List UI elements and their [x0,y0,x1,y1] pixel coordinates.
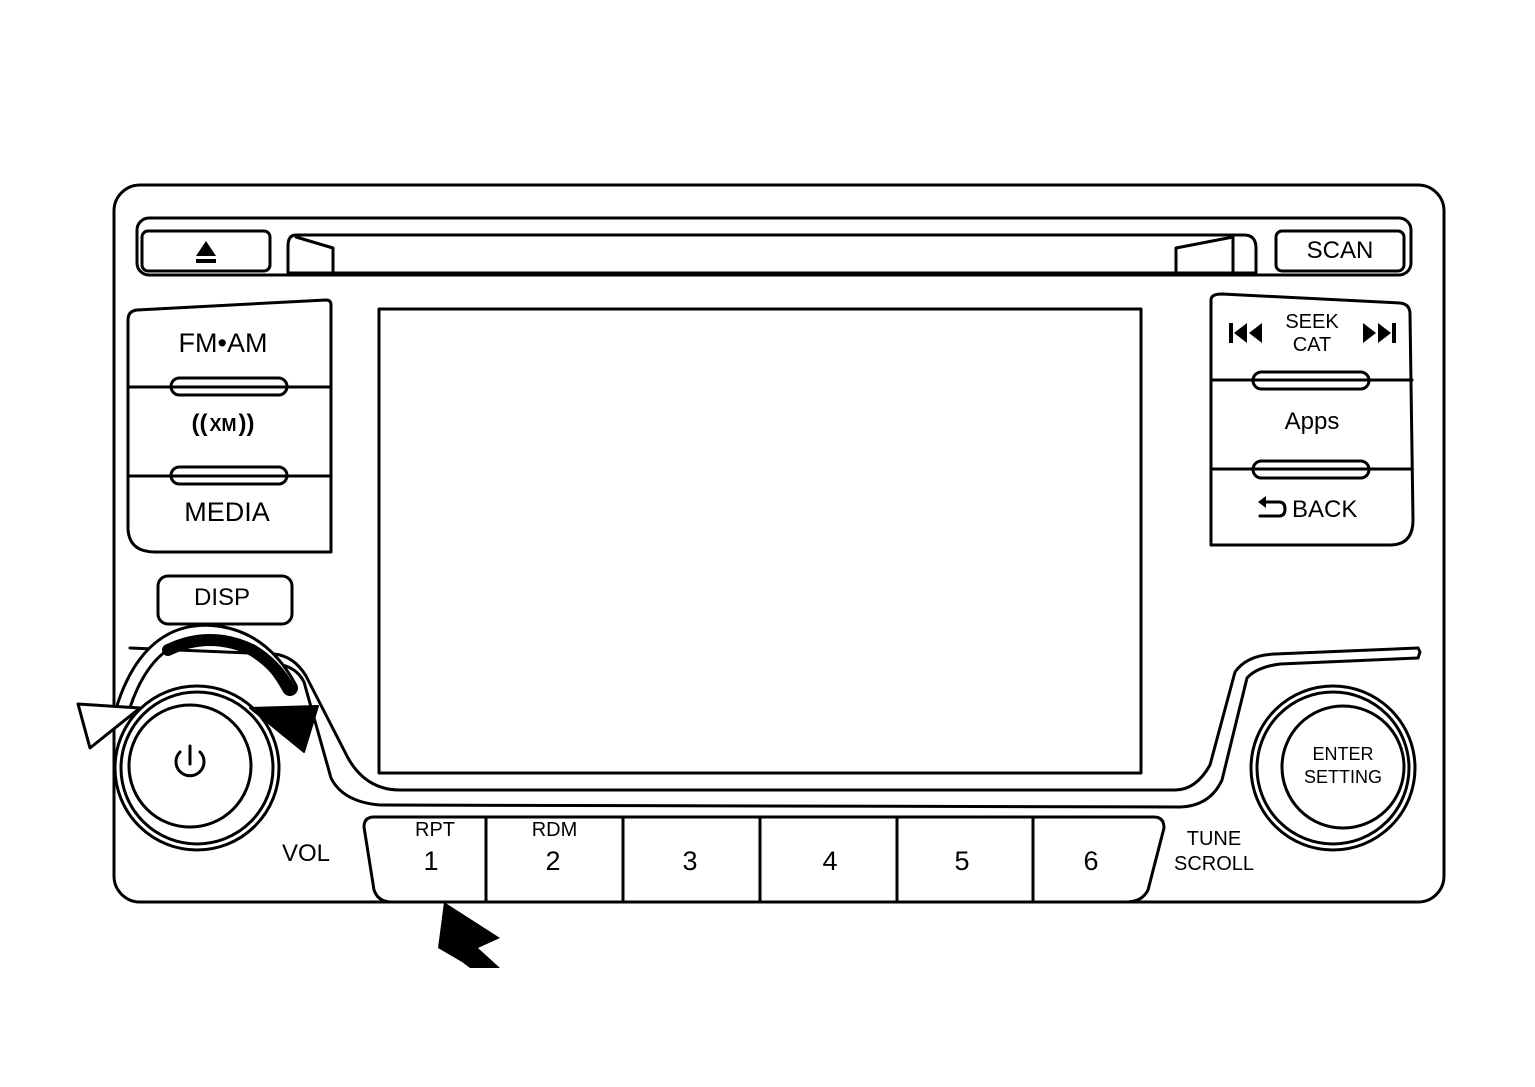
preset-top-label: RPT [415,819,455,841]
skip-forward-icon [1363,323,1396,343]
preset-number: 3 [682,846,698,876]
eject-icon [196,241,216,263]
tune-knob-outer [1249,684,1417,852]
apps-button[interactable]: Apps [1212,386,1412,464]
enter-label: ENTER [1312,744,1374,764]
scan-button[interactable]: SCAN [1276,231,1404,271]
media-button[interactable]: MEDIA [130,482,330,548]
preset-number: 6 [1083,846,1099,876]
cat-label: CAT [1292,334,1332,356]
top-strip [135,216,1413,277]
media-label: MEDIA [184,497,270,527]
scroll-label: SCROLL [1173,853,1255,875]
apps-label: Apps [1284,408,1340,435]
xm-button[interactable]: ((XM)) [130,392,330,472]
preset-top-label: RDM [531,819,578,841]
display-screen [377,307,1143,775]
preset-button-5[interactable]: 5 [898,818,1032,901]
preset-button-3[interactable]: 3 [624,818,759,901]
preset-button-2[interactable]: RDM 2 [487,818,622,901]
power-volume-knob[interactable] [129,705,251,827]
preset-button-1[interactable]: RPT 1 [370,818,485,901]
disp-label: DISP [193,584,250,611]
trim-inner [274,656,1420,809]
back-button[interactable]: BACK [1212,476,1412,542]
scan-label: SCAN [1306,237,1374,264]
seek-cat-button[interactable]: SEEK CAT [1212,300,1412,376]
preset-button-4[interactable]: 4 [761,818,896,901]
trim-outer [128,646,1420,792]
tune-knob-inner [1280,704,1406,830]
fm-am-label: FM•AM [178,328,268,358]
preset-number: 5 [954,846,970,876]
rotate-arrows-icon [76,623,319,753]
preset-number: 2 [545,846,561,876]
power-icon [174,744,206,778]
pointer-arrow-icon [438,902,500,968]
tune-label: TUNE [1186,828,1242,850]
xm-label: XM [209,415,237,435]
scan-button-outline [1274,229,1406,273]
preset-button-6[interactable]: 6 [1034,818,1152,901]
skip-back-icon [1229,323,1262,343]
disp-button-outline [156,574,294,626]
eject-button[interactable] [142,231,270,271]
volume-knob-outer [113,684,281,852]
right-button-group [1209,292,1415,547]
back-label: BACK [1292,496,1358,523]
disp-button[interactable]: DISP [158,576,292,624]
volume-knob-inner [127,703,253,829]
preset-number: 4 [822,846,838,876]
seek-label: SEEK [1285,311,1339,333]
preset-number: 1 [423,846,439,876]
tune-scroll-knob[interactable]: ENTER SETTING [1282,706,1404,828]
back-arrow-icon [1258,496,1287,518]
disc-slot [286,233,1258,275]
xm-logo: ((XM)) [191,410,255,437]
eject-button-outline [140,229,272,273]
vol-label: VOL [281,840,331,867]
touch-screen[interactable] [381,311,1139,771]
preset-strip [362,815,1166,904]
setting-label: SETTING [1303,767,1382,787]
left-button-group [126,298,333,554]
fm-am-button[interactable]: FM•AM [130,308,330,382]
